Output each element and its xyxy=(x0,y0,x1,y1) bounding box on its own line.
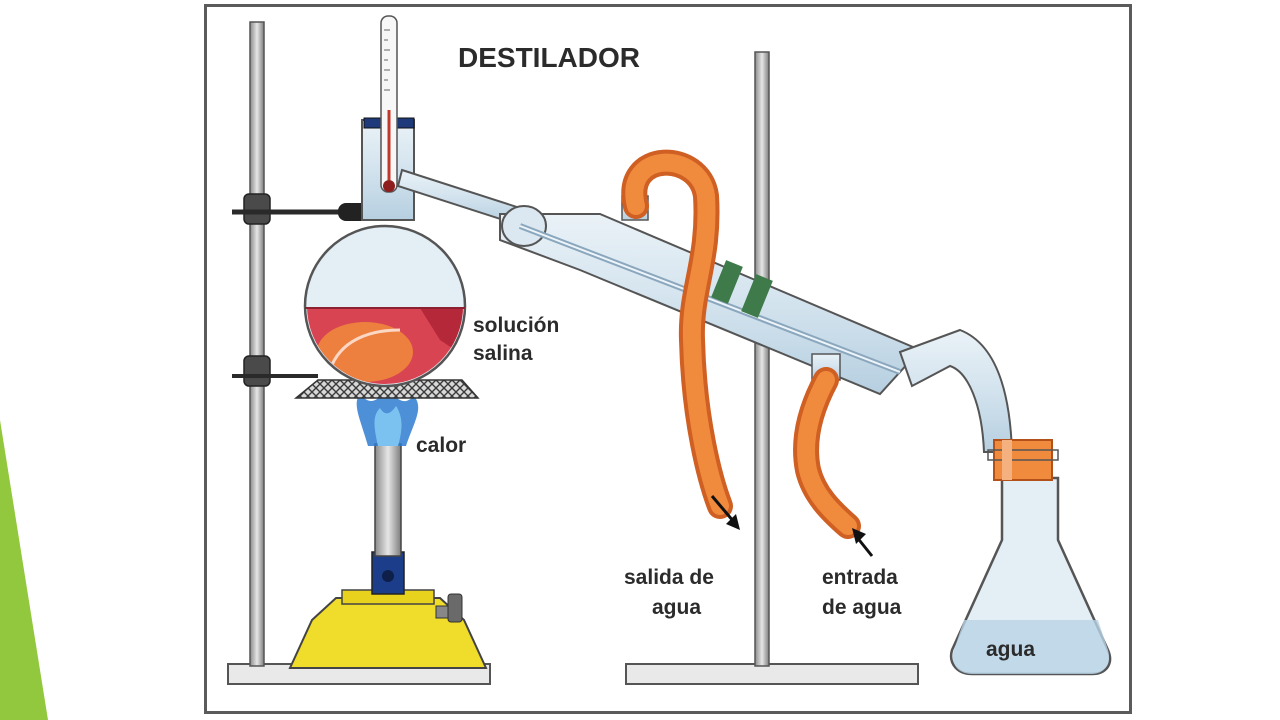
water-in-arrow xyxy=(852,528,874,557)
diagram-title: DESTILADOR xyxy=(458,42,640,73)
label-water-out-line1: salida de xyxy=(624,566,714,589)
bunsen-burner-icon xyxy=(288,443,488,669)
thermometer-icon xyxy=(380,15,398,193)
label-collected-water: agua xyxy=(986,638,1035,661)
wire-gauze xyxy=(293,379,480,399)
label-water-in-line2: de agua xyxy=(822,596,902,619)
label-solution-line2: salina xyxy=(473,342,533,365)
water-out-arrow xyxy=(710,495,740,530)
erlenmeyer-flask-icon xyxy=(949,439,1112,676)
right-ring-stand xyxy=(625,51,919,685)
label-solution-line1: solución xyxy=(473,314,559,337)
label-water-out-line2: agua xyxy=(652,596,701,619)
label-heat: calor xyxy=(416,434,466,457)
green-accent-shape xyxy=(0,420,48,720)
label-water-in-line1: entrada xyxy=(822,566,898,589)
flame-icon xyxy=(356,390,419,446)
